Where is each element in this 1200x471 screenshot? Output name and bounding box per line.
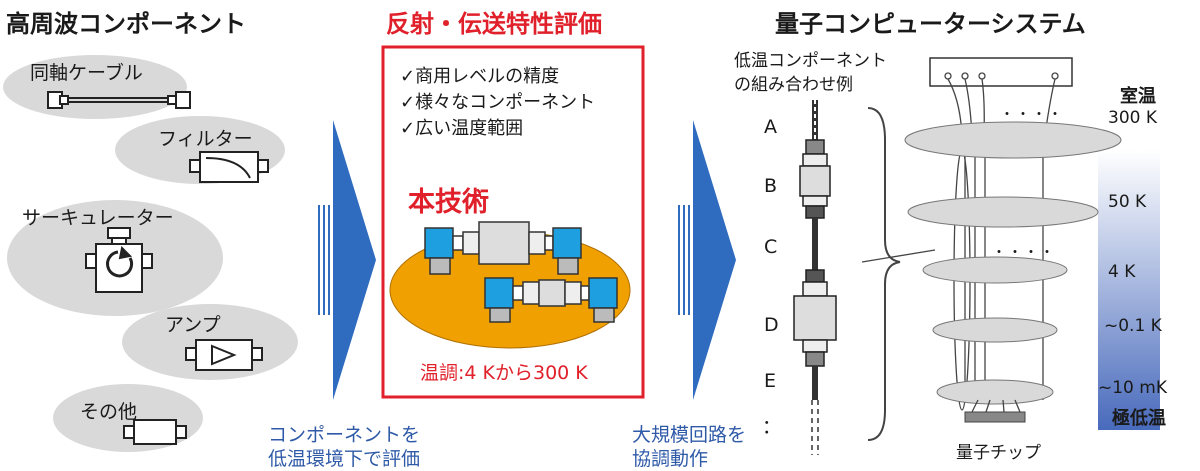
cold-gradient: [1098, 150, 1160, 430]
center-caption-line1: 大規模回路を: [632, 424, 747, 446]
example-line2: の組み合わせ例: [734, 75, 853, 95]
letter-a: A: [764, 116, 777, 138]
label-50k: 50 K: [1108, 192, 1147, 212]
other-component-icon: [123, 419, 187, 445]
check-temperature: ✓広い温度範囲: [400, 118, 524, 139]
stage-components: [424, 221, 618, 323]
circulator-icon: [85, 227, 153, 293]
check-precision: ✓商用レベルの精度: [400, 66, 560, 87]
amplifier-icon: [185, 339, 263, 371]
label-filter: フィルター: [158, 128, 253, 150]
letter-d: D: [764, 314, 779, 336]
check-components: ✓様々なコンポーネント: [400, 92, 596, 113]
letter-e: E: [764, 370, 777, 392]
quantum-chip: [964, 399, 1026, 423]
left-caption-line1: コンポーネントを: [268, 424, 421, 446]
plate-300k: [904, 121, 1122, 159]
dots-upper: ・・・・: [1000, 107, 1064, 123]
label-300k: 300 K: [1108, 108, 1157, 128]
temp-range-label: 温調:4 Kから300 K: [420, 362, 588, 384]
arrow-center-to-right: [678, 120, 736, 400]
plate-4k: [922, 256, 1068, 284]
left-title: 高周波コンポーネント: [6, 10, 246, 38]
label-quantum-chip: 量子チップ: [956, 443, 1041, 463]
brace: [867, 107, 901, 441]
dots-lower: ・・・・: [992, 245, 1056, 261]
label-other: その他: [80, 401, 138, 423]
label-room-temp: 室温: [1120, 86, 1156, 107]
center-caption-line2: 協調動作: [632, 448, 709, 470]
arrow-left-to-center: [318, 120, 376, 400]
label-cryogenic: 極低温: [1112, 408, 1166, 429]
coax-cable-icon: [47, 91, 191, 109]
filter-icon: [189, 151, 269, 183]
example-line1: 低温コンポーネント: [734, 51, 887, 71]
letter-b: B: [764, 175, 778, 197]
letter-more: ：: [762, 416, 782, 438]
tech-label: 本技術: [408, 187, 489, 218]
component-chain: [793, 100, 837, 455]
right-title: 量子コンピューターシステム: [775, 10, 1086, 38]
center-title: 反射・伝送特性評価: [386, 10, 602, 38]
letter-c: C: [764, 236, 778, 258]
label-amplifier: アンプ: [165, 314, 221, 336]
plate-0p1k: [932, 317, 1058, 343]
label-10mk: ~10 mK: [1098, 378, 1167, 398]
left-caption-line2: 低温環境下で評価: [268, 448, 421, 470]
label-circulator: サーキュレーター: [22, 207, 174, 229]
plate-50k: [907, 196, 1099, 228]
plate-10mk: [936, 379, 1054, 405]
label-coax-cable: 同軸ケーブル: [30, 62, 143, 84]
label-4k: 4 K: [1108, 262, 1136, 282]
label-0p1k: ~0.1 K: [1104, 316, 1162, 336]
room-temp-box: [929, 57, 1073, 87]
